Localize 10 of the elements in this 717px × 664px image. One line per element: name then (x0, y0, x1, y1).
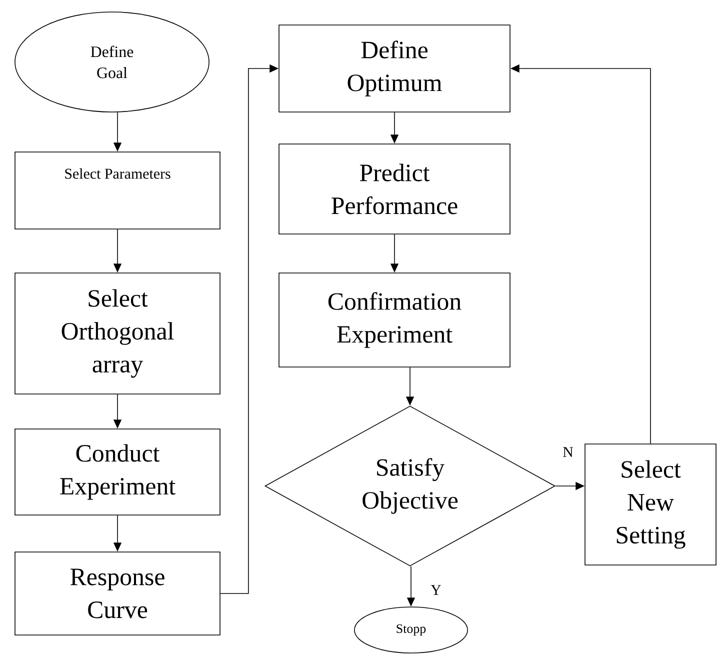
process-box: Confirmation Experiment (278, 272, 510, 368)
process-box: Conduct Experiment (14, 428, 220, 516)
process-box: Predict Performance (278, 144, 510, 234)
edge-label: N (562, 446, 574, 458)
edge-label: Y (430, 584, 442, 596)
process-box: Define Optimum (278, 24, 510, 112)
process-box: Select Parameters (14, 152, 220, 230)
process-box: Response Curve (14, 552, 220, 636)
process-box: Select Orthogonal array (14, 272, 220, 394)
process-box: Select New Setting (584, 444, 716, 566)
